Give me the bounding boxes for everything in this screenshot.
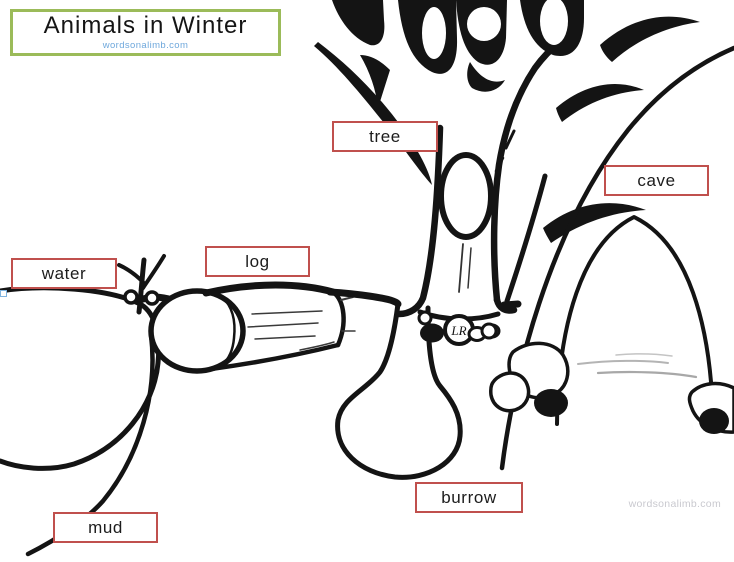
label-cave[interactable]: cave [604,165,709,196]
burrow-drawing [335,301,463,480]
title-box: Animals in Winter wordsonalimb.com [10,9,281,56]
log-drawing [148,281,356,374]
tree-drawing [314,0,700,322]
label-tree[interactable]: tree [332,121,438,152]
label-water[interactable]: water [11,258,117,289]
label-burrow-text: burrow [441,487,497,507]
website-link-text: wordsonalimb.com [102,40,189,51]
watermark-text: wordsonalimb.com [628,498,721,510]
cave-drawing [480,45,734,471]
selection-handle-artifact [0,290,7,297]
label-log[interactable]: log [205,246,310,277]
label-mud-text: mud [88,517,123,537]
pond-drawing [0,285,162,471]
label-tree-text: tree [369,126,401,146]
label-water-text: water [41,263,87,283]
label-log-text: log [245,251,270,271]
signature-initials: LR [450,323,466,338]
label-cave-text: cave [637,170,676,190]
label-mud[interactable]: mud [53,512,158,543]
page-title: Animals in Winter [43,12,248,39]
label-burrow[interactable]: burrow [415,482,523,513]
sapling-drawing [117,254,176,315]
